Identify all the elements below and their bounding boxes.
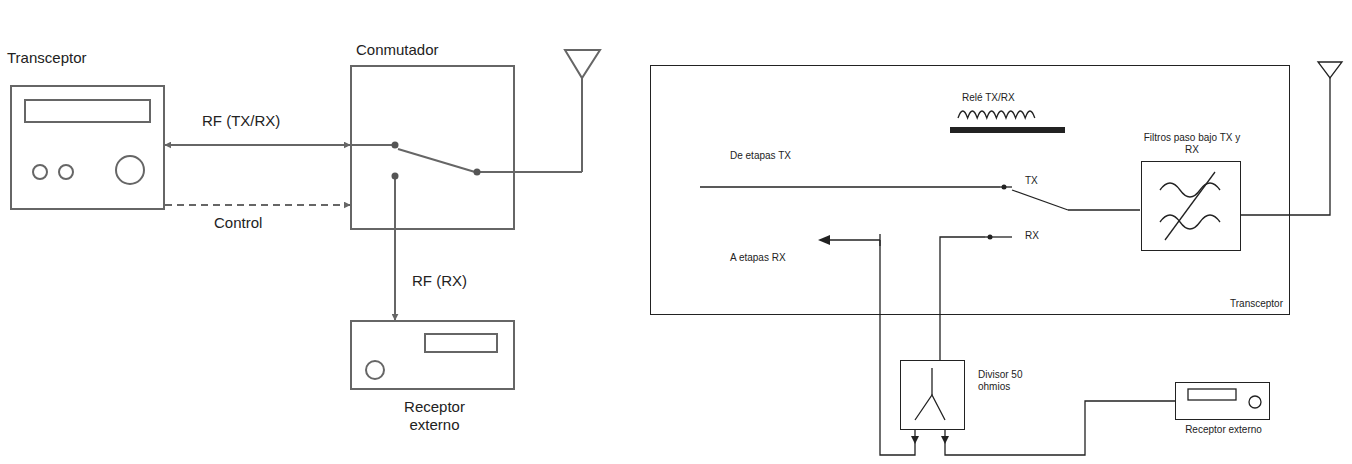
rx-stage-wire: [826, 239, 880, 240]
relay-coil: [958, 111, 1035, 118]
antenna-symbol: [1318, 62, 1342, 78]
knob: [366, 361, 384, 379]
signal-label: A etapas RX: [730, 252, 786, 264]
device-box: Receptor externo: [350, 320, 515, 390]
edge-label: Control: [212, 214, 264, 232]
antenna-feed: [478, 171, 582, 173]
knob: [59, 165, 73, 179]
connector: [394, 230, 396, 320]
rx-wire: [940, 237, 985, 360]
device-box: Transceptor: [10, 85, 165, 210]
display-screen: [425, 334, 497, 352]
node-label: Divisor 50 ohmios: [978, 369, 1040, 393]
signal-label: TX: [1025, 175, 1038, 187]
device-box: Filtros paso bajo TX y RX: [1141, 161, 1241, 251]
node-label: Filtros paso bajo TX y RX: [1142, 132, 1242, 156]
filter-symbol: [1160, 215, 1220, 229]
knob: [33, 165, 47, 179]
display-screen: [25, 100, 150, 122]
tx-wire: [700, 186, 1000, 187]
antenna-feed: [1240, 78, 1330, 215]
switch-contact: [474, 169, 481, 176]
knob: [1249, 396, 1261, 408]
edge-label: RF (TX/RX): [200, 112, 282, 130]
switch-wire: [350, 144, 395, 146]
connector: [165, 204, 350, 206]
signal-label: De etapas TX: [730, 150, 791, 162]
node-label: Transceptor: [7, 49, 167, 67]
connector: [945, 401, 1175, 455]
splitter-symbol: [915, 395, 945, 420]
arrow-head: [818, 235, 830, 245]
edge-label: RF (RX): [410, 272, 469, 290]
node-label: Receptor externo: [1176, 424, 1271, 436]
device-box: Conmutador: [350, 65, 515, 230]
relay-armature: [950, 127, 1065, 133]
switch-contact: [392, 142, 399, 149]
relay-blade: [1012, 190, 1068, 210]
filter-symbol: [1160, 183, 1220, 197]
filter-symbol: [1165, 172, 1215, 240]
relay-contact: [988, 235, 993, 240]
switch-wire: [394, 178, 396, 230]
splitter-symbol: [931, 368, 932, 395]
device-box: Divisor 50 ohmios: [900, 360, 965, 430]
node-label: Transceptor: [1230, 298, 1283, 310]
relay-contact: [1002, 185, 1007, 190]
knob: [116, 156, 144, 184]
antenna-feed: [581, 78, 583, 172]
signal-label: RX: [1025, 230, 1039, 242]
filter-wire: [1068, 209, 1140, 210]
signal-label: Relé TX/RX: [962, 92, 1015, 104]
display-screen: [1188, 389, 1236, 400]
node-label: Receptor externo: [387, 398, 482, 434]
splitter-output-wire: [880, 240, 915, 455]
switch-contact: [392, 173, 399, 180]
switch-blade: [398, 149, 475, 172]
arrow-head: [911, 436, 919, 444]
connector: [165, 144, 350, 146]
node-label: Conmutador: [356, 41, 516, 59]
antenna-symbol: [565, 50, 600, 78]
device-box: Receptor externo: [1175, 382, 1270, 420]
